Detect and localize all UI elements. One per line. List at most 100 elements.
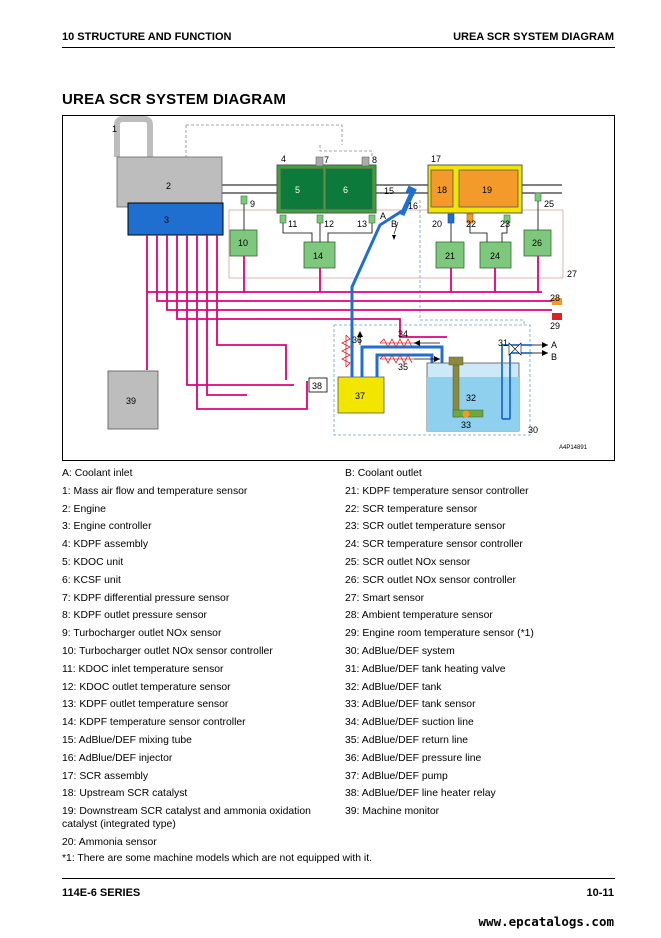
label-39: 39: [126, 396, 136, 406]
scr-system-diagram: 1 2 3 4 5 6 7 8 9 10 11 12 13 14 15 16 1…: [62, 115, 615, 461]
legend-item: 22: SCR temperature sensor: [345, 503, 478, 515]
label-30: 30: [528, 425, 538, 435]
legend-item: 1: Mass air flow and temperature sensor: [62, 485, 248, 497]
label-4: 4: [281, 154, 286, 164]
figure-code: A4P14891: [559, 445, 588, 451]
legend-item: 21: KDPF temperature sensor controller: [345, 485, 529, 497]
label-1: 1: [112, 124, 117, 134]
label-23: 23: [500, 219, 510, 229]
line-heater-relay: [308, 377, 328, 393]
label-10: 10: [238, 238, 248, 248]
adblue-boundary-upper: [419, 200, 525, 325]
label-6: 6: [343, 185, 348, 195]
legend-item: 25: SCR outlet NOx sensor: [345, 556, 471, 568]
legend-item: 35: AdBlue/DEF return line: [345, 734, 469, 746]
label-36: 36: [352, 335, 362, 345]
legend-item: 7: KDPF differential pressure sensor: [62, 592, 230, 604]
kdpf-temp-controller: [303, 241, 336, 269]
legend-item: 9: Turbocharger outlet NOx sensor: [62, 628, 222, 640]
label-14: 14: [313, 251, 323, 261]
legend-item: 8: KDPF outlet pressure sensor: [62, 610, 207, 622]
legend-item: 14: KDPF temperature sensor controller: [62, 717, 246, 729]
label-12: 12: [324, 219, 334, 229]
upstream-scr-catalyst: [430, 169, 454, 208]
label-33: 33: [461, 420, 471, 430]
label-b: B: [391, 219, 397, 229]
legend-item: 31: AdBlue/DEF tank heating valve: [345, 663, 506, 675]
label-15: 15: [384, 186, 394, 196]
legend-item: 11: KDOC inlet temperature sensor: [62, 663, 224, 675]
label-25: 25: [544, 199, 554, 209]
air-intake-pipe: [114, 116, 153, 157]
label-17: 17: [431, 154, 441, 164]
legend-item: 17: SCR assembly: [62, 770, 149, 782]
watermark: www.epcatalogs.com: [478, 914, 614, 929]
legend-item: 33: AdBlue/DEF tank sensor: [345, 699, 476, 711]
adblue-pump: [337, 376, 385, 414]
engine: [116, 156, 223, 208]
legend-item: 15: AdBlue/DEF mixing tube: [62, 734, 192, 746]
label-20: 20: [432, 219, 442, 229]
label-32: 32: [466, 393, 476, 403]
header-rule: [62, 47, 615, 48]
legend-left: A: Coolant inlet 1: Mass air flow and te…: [62, 465, 342, 852]
label-37: 37: [355, 391, 365, 401]
label-27: 27: [567, 269, 577, 279]
legend-item: B: Coolant outlet: [345, 468, 422, 479]
label-28: 28: [550, 293, 560, 303]
label-7: 7: [324, 155, 329, 165]
label-a-coolant: A: [551, 340, 557, 350]
adblue-injector: [399, 191, 415, 217]
legend-item: 3: Engine controller: [62, 521, 152, 533]
legend-item: 27: Smart sensor: [345, 592, 425, 604]
label-b-coolant: B: [551, 352, 557, 362]
legend-item: 39: Machine monitor: [345, 806, 440, 818]
section-header: 10 STRUCTURE AND FUNCTION: [62, 31, 232, 43]
legend-item: 37: AdBlue/DEF pump: [345, 770, 448, 782]
ammonia-sensor: [447, 213, 455, 224]
adblue-system-boundary: [333, 324, 531, 436]
label-22: 22: [466, 219, 476, 229]
legend-right: B: Coolant outlet 21: KDPF temperature s…: [345, 465, 615, 821]
label-13: 13: [357, 219, 367, 229]
legend-item: 5: KDOC unit: [62, 556, 124, 568]
label-9: 9: [250, 199, 255, 209]
legend-item: 26: SCR outlet NOx sensor controller: [345, 574, 516, 586]
label-26: 26: [532, 238, 542, 248]
legend-item: 19: Downstream SCR catalyst and ammonia …: [62, 806, 311, 831]
label-21: 21: [445, 251, 455, 261]
turbo-nox-controller: [229, 229, 258, 257]
footer-rule: [62, 878, 615, 879]
label-19: 19: [482, 185, 492, 195]
engine-controller: [127, 202, 224, 236]
legend-item: 38: AdBlue/DEF line heater relay: [345, 788, 496, 800]
tank-heating-valve: [508, 342, 522, 356]
label-11: 11: [288, 219, 297, 229]
page-title: UREA SCR SYSTEM DIAGRAM: [62, 91, 287, 108]
legend-item: 6: KCSF unit: [62, 574, 121, 586]
label-35: 35: [398, 362, 408, 372]
legend-item: 30: AdBlue/DEF system: [345, 645, 455, 657]
kdpf-temp-controller-21: [435, 241, 465, 269]
legend-item: 28: Ambient temperature sensor: [345, 610, 493, 622]
running-title: UREA SCR SYSTEM DIAGRAM: [453, 31, 614, 43]
smart-sensor-boundary: [228, 209, 564, 279]
legend-item: 23: SCR outlet temperature sensor: [345, 521, 506, 533]
label-31: 31: [498, 338, 508, 348]
label-18: 18: [437, 185, 447, 195]
label-29: 29: [550, 321, 560, 331]
label-8: 8: [372, 155, 377, 165]
legend-item: 18: Upstream SCR catalyst: [62, 788, 188, 800]
label-24: 24: [490, 251, 500, 261]
legend-item: 24: SCR temperature sensor controller: [345, 539, 523, 551]
legend-item: 20: Ammonia sensor: [62, 837, 157, 849]
legend-item: 29: Engine room temperature sensor (*1): [345, 628, 534, 640]
page-number: 10-11: [586, 887, 614, 899]
adblue-tank-sensor: [452, 364, 460, 418]
kcsf-unit: [325, 168, 373, 210]
ambient-temp-sensor: [552, 298, 562, 305]
label-34: 34: [398, 329, 408, 339]
legend-item: 2: Engine: [62, 503, 106, 515]
label-a: A: [380, 211, 386, 221]
legend-item: 34: AdBlue/DEF suction line: [345, 717, 474, 729]
